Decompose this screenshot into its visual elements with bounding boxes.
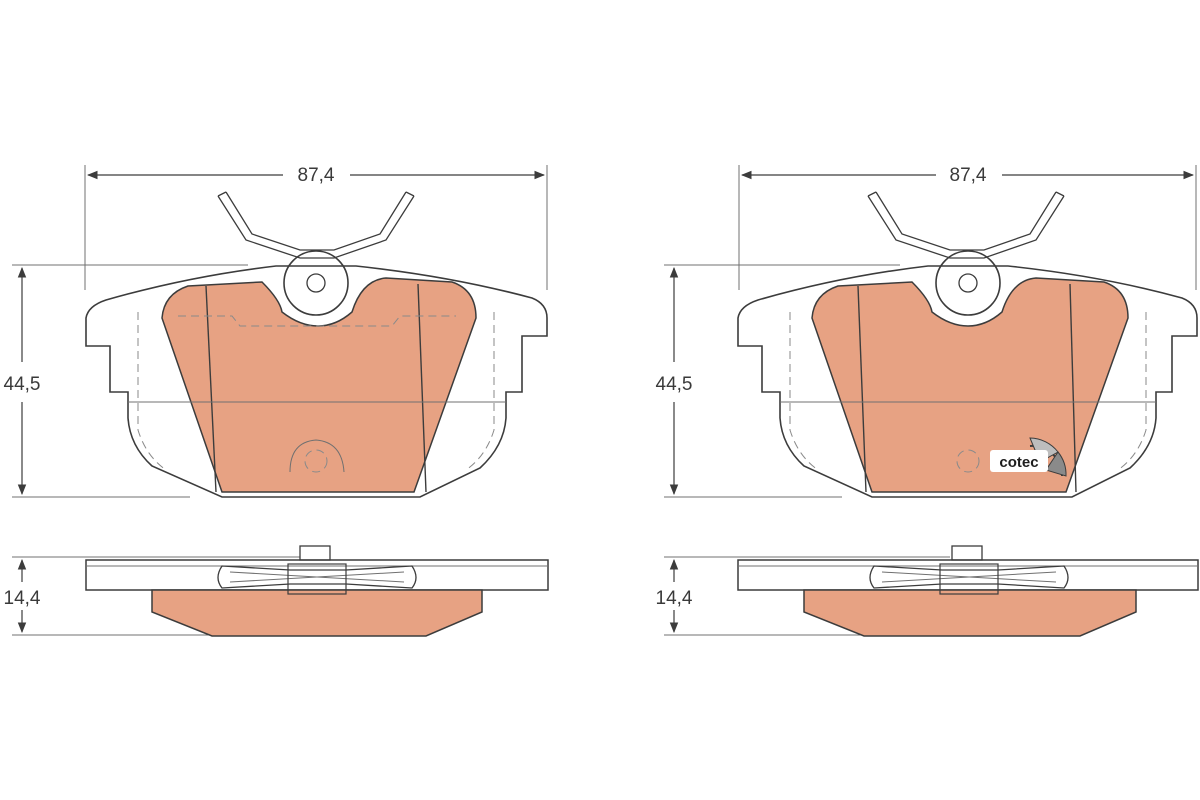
left-slot-line — [205, 285, 217, 493]
right-height-dimension: 44,5 — [656, 264, 900, 498]
left-side-tab — [299, 545, 331, 561]
right-side-friction — [803, 589, 1137, 637]
right-backing-plate — [737, 265, 1198, 498]
left-side-spring — [217, 565, 417, 589]
right-lower-hole — [956, 449, 980, 473]
right-slot-line — [1069, 283, 1077, 493]
left-side-friction — [151, 589, 483, 637]
right-side-spring — [869, 565, 1069, 589]
cotec-logo: cotec — [990, 437, 1067, 477]
right-friction-material — [811, 277, 1129, 493]
left-height-label: 44,5 — [4, 374, 41, 395]
right-slot-line — [857, 285, 867, 493]
right-hidden-edge — [789, 312, 819, 471]
left-slot-line — [417, 283, 427, 493]
right-wire-spring — [867, 191, 1065, 259]
right-pin-hole — [958, 273, 978, 293]
right-width-dimension: 87,4 — [738, 165, 1197, 290]
left-mounting-boss — [283, 250, 349, 316]
cotec-logo-text: cotec — [999, 454, 1038, 471]
left-lower-notch — [289, 439, 345, 473]
left-width-label: 87,4 — [298, 165, 335, 186]
left-height-dimension: 44,5 — [4, 264, 248, 498]
left-lower-hole — [304, 449, 328, 473]
left-hidden-edge — [137, 312, 167, 471]
left-thickness-label: 14,4 — [4, 588, 41, 609]
right-hidden-edge — [1117, 312, 1147, 471]
right-pad-side-view: 14,4 — [656, 545, 1199, 637]
left-wire-spring — [217, 191, 415, 259]
right-mounting-boss — [935, 250, 1001, 316]
left-pad-front-view: 87,4 44,5 — [4, 165, 548, 498]
right-width-label: 87,4 — [950, 165, 987, 186]
left-friction-material — [161, 277, 477, 493]
left-pin-hole — [306, 273, 326, 293]
right-pad-front-view: 87,4 44,5 c — [656, 165, 1198, 498]
left-backing-plate — [85, 265, 548, 498]
left-width-dimension: 87,4 — [84, 165, 548, 290]
right-thickness-label: 14,4 — [656, 588, 693, 609]
left-hidden-edge — [178, 315, 456, 327]
left-hidden-edge — [465, 312, 495, 471]
left-pad-side-view: 14,4 — [4, 545, 549, 637]
right-side-tab — [951, 545, 983, 561]
right-height-label: 44,5 — [656, 374, 693, 395]
